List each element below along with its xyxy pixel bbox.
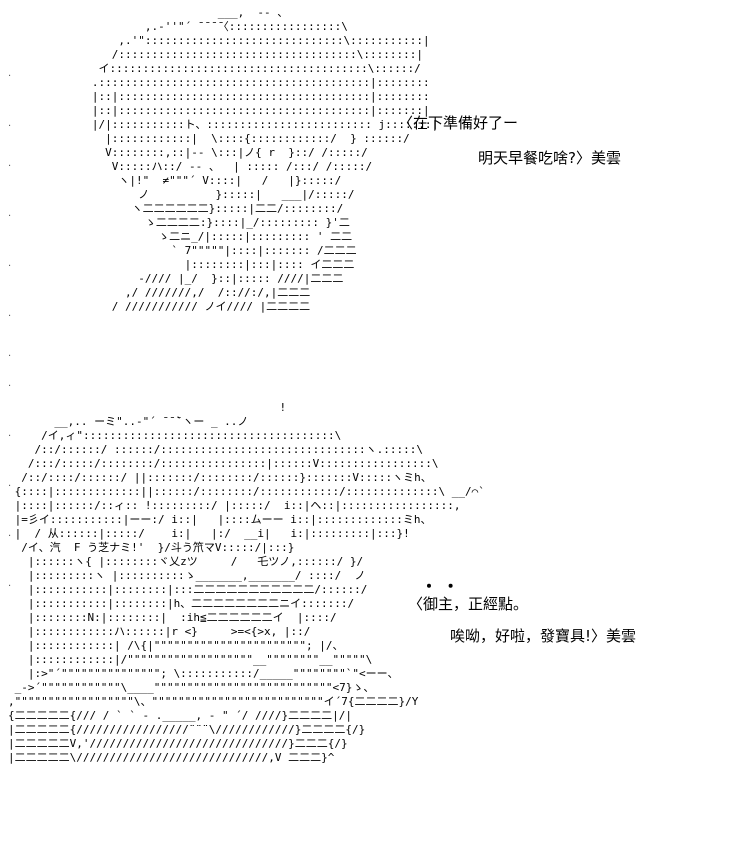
ascii-art-character-top: ___, -- 、 ,.-''"´ ̄ ̄ ̄ ̄〈::::::::::::::… — [91, 6, 439, 313]
margin-dot: . — [8, 578, 12, 589]
speech-line-1: 〈御主，正經點。 — [408, 595, 529, 613]
margin-dot: . — [8, 208, 12, 219]
margin-dot: . — [8, 68, 12, 79]
speech-line-2: 唉呦，好啦，發寶具!〉美雲 — [450, 627, 637, 645]
emphasis-dots: ・ ・ — [421, 577, 459, 596]
margin-dot: . — [8, 528, 12, 539]
speech-line-2: 明天早餐吃啥?〉美雲 — [478, 149, 621, 167]
margin-dot: . — [8, 258, 12, 269]
panel-top: ___, -- 、 ,.-''"´ ̄ ̄ ̄ ̄〈::::::::::::::… — [0, 0, 750, 395]
margin-dot: . — [8, 378, 12, 389]
margin-dot: . — [8, 158, 12, 169]
margin-dot: . — [8, 118, 12, 129]
margin-dot: . — [8, 428, 12, 439]
margin-dot: . — [8, 478, 12, 489]
margin-dot: . — [8, 308, 12, 319]
speech-line-1: 〈在下準備好了ー — [398, 114, 519, 132]
panel-bottom: ! __,.. ーミ"..‐"´ ̄ ̄ ̄`ヽー _ ..ノ /イ,ィ":::… — [0, 395, 750, 857]
ascii-art-character-bottom: ! __,.. ーミ"..‐"´ ̄ ̄ ̄`ヽー _ ..ノ /イ,ィ":::… — [8, 401, 485, 764]
margin-dot: . — [8, 348, 12, 359]
